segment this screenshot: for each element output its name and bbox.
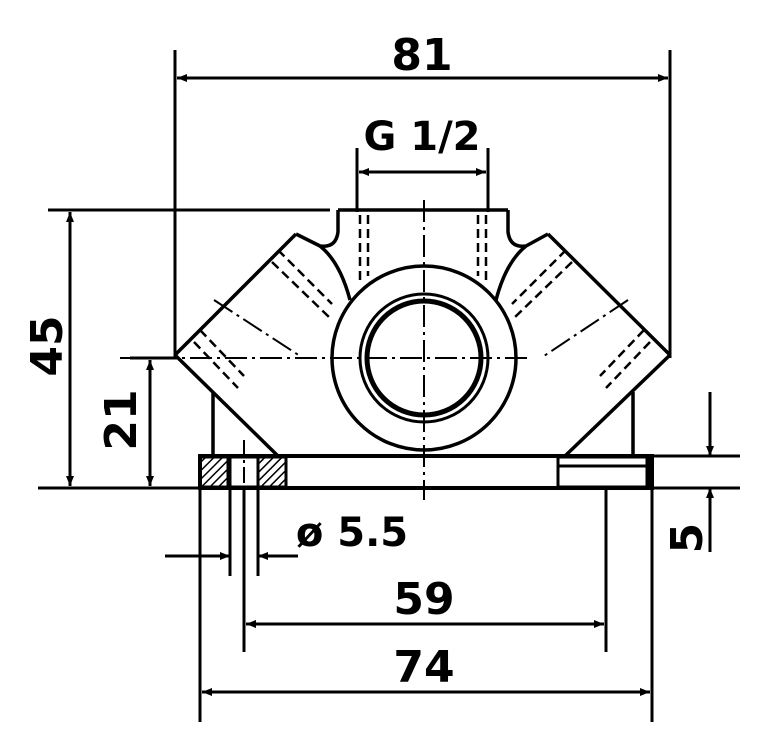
dim-hole-diameter: ø 5.5: [296, 510, 408, 556]
dimension-lines: [66, 74, 714, 696]
hatched-section-right: [556, 455, 654, 489]
dim-hole-spacing: 59: [393, 574, 454, 625]
dim-base-thickness: 5: [662, 523, 713, 554]
center-lines: [120, 200, 629, 500]
hidden-thread-lines: [193, 215, 651, 389]
fitting-body: [173, 208, 672, 458]
dim-overall-height: 45: [22, 315, 73, 376]
dim-thread: G 1/2: [363, 114, 480, 160]
dim-overall-width: 81: [391, 30, 452, 81]
dim-base-width: 74: [393, 642, 454, 693]
dim-center-height: 21: [96, 389, 147, 450]
base-plate: [198, 454, 654, 490]
